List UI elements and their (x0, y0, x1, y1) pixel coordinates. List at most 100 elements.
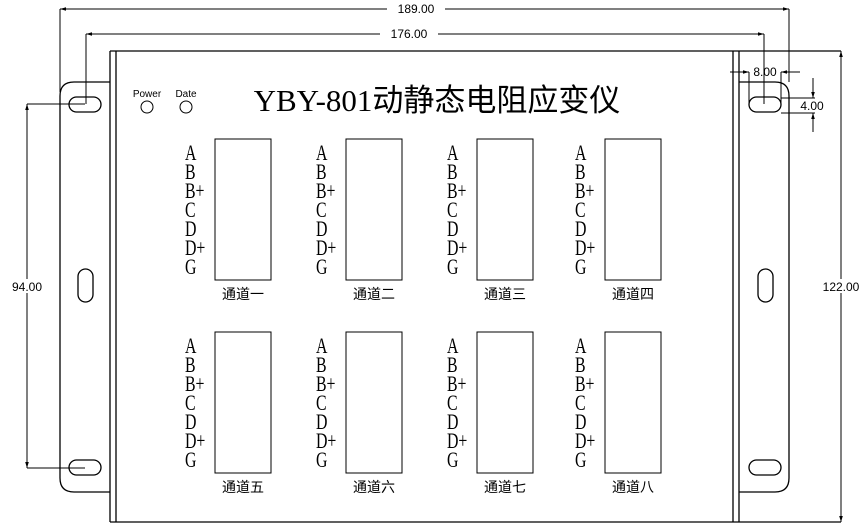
date-label: Date (175, 89, 197, 100)
channel-label: 通道六 (353, 480, 395, 496)
channel-4: ABB+CDD+G 通道四 (575, 138, 662, 303)
pin-label: B (447, 354, 458, 378)
terminal-block (345, 138, 403, 281)
channel-label: 通道三 (484, 287, 526, 303)
pin-label: G (316, 256, 328, 280)
pin-label: C (185, 199, 196, 223)
pin-label: D (316, 411, 328, 435)
pin-label: D (185, 218, 197, 242)
channel-label: 通道五 (222, 480, 264, 496)
pin-label: G (316, 449, 328, 473)
pin-label: C (575, 392, 586, 416)
pin-label: D+ (447, 237, 467, 261)
pin-label: B+ (575, 180, 594, 204)
pin-label: B (447, 161, 458, 185)
pin-label: C (316, 392, 327, 416)
channel-label: 通道一 (222, 287, 264, 303)
power-led-icon (140, 100, 154, 114)
channel-label: 通道七 (484, 480, 526, 496)
dimension-label: 4.00 (800, 99, 824, 113)
pin-label: D (316, 218, 328, 242)
dimension-hole-spacing-width: 176.00 (85, 27, 765, 104)
channel-1: ABB+CDD+G 通道一 (185, 138, 272, 303)
pin-label: B (185, 354, 196, 378)
pin-label: A (447, 142, 459, 166)
pin-label: D+ (185, 430, 205, 454)
dimension-slot-height: 4.00 (781, 78, 824, 132)
pin-label: B (575, 354, 586, 378)
pin-label: B (316, 161, 327, 185)
pin-label: B+ (185, 180, 204, 204)
channel-7: ABB+CDD+G 通道七 (447, 331, 534, 496)
left-mounting-ear (59, 81, 110, 493)
pin-label: B (316, 354, 327, 378)
pin-label: G (185, 256, 197, 280)
pin-label: D+ (316, 430, 336, 454)
mounting-slot (77, 268, 94, 303)
pin-label: D+ (447, 430, 467, 454)
channel-label: 通道八 (612, 480, 654, 496)
pin-label: D+ (185, 237, 205, 261)
dimension-hole-spacing-height: 94.00 (5, 103, 85, 469)
channel-grid: ABB+CDD+G通道一ABB+CDD+G通道二ABB+CDD+G通道三ABB+… (185, 138, 662, 496)
pin-label: A (575, 142, 587, 166)
channel-label: 通道二 (353, 287, 395, 303)
pin-label: C (316, 199, 327, 223)
pin-label: A (316, 142, 328, 166)
terminal-block (604, 331, 662, 474)
pin-label: D+ (575, 237, 595, 261)
dimension-label: 189.00 (398, 2, 435, 16)
pin-label: C (185, 392, 196, 416)
mounting-slot (748, 96, 782, 113)
pin-label: C (575, 199, 586, 223)
dimension-label: 8.00 (753, 65, 777, 79)
dimension-label: 122.00 (823, 280, 860, 294)
channel-8: ABB+CDD+G 通道八 (575, 331, 662, 496)
pin-label: A (447, 335, 459, 359)
date-led-icon (179, 100, 193, 114)
terminal-block (214, 138, 272, 281)
pin-label: C (447, 392, 458, 416)
pin-label: B+ (316, 180, 335, 204)
dimension-label: 176.00 (391, 27, 428, 41)
pin-label: B (575, 161, 586, 185)
pin-label: D (447, 218, 459, 242)
pin-label: D (447, 411, 459, 435)
terminal-block (345, 331, 403, 474)
device-title: YBY-801动静态电阻应变仪 (254, 83, 621, 118)
pin-label: B+ (447, 373, 466, 397)
pin-label: D+ (316, 237, 336, 261)
right-mounting-ear (739, 81, 790, 493)
pin-label: B+ (575, 373, 594, 397)
dimension-overall-width: 189.00 (59, 2, 790, 92)
pin-label: D (575, 218, 587, 242)
pin-label: A (575, 335, 587, 359)
pin-label: D (575, 411, 587, 435)
mounting-slot (748, 459, 782, 476)
pin-label: B (185, 161, 196, 185)
terminal-block (604, 138, 662, 281)
pin-label: B+ (447, 180, 466, 204)
pin-label: B+ (316, 373, 335, 397)
channel-label: 通道四 (612, 287, 654, 303)
pin-label: G (575, 256, 587, 280)
pin-label: A (185, 142, 197, 166)
pin-label: C (447, 199, 458, 223)
terminal-block (476, 138, 534, 281)
pin-label: G (447, 449, 459, 473)
channel-5: ABB+CDD+G 通道五 (185, 331, 272, 496)
dimension-height: 122.00 (818, 51, 865, 522)
pin-label: D+ (575, 430, 595, 454)
pin-label: A (185, 335, 197, 359)
front-panel-body (109, 50, 841, 523)
terminal-block (214, 331, 272, 474)
pin-label: B+ (185, 373, 204, 397)
dimension-label: 94.00 (12, 280, 42, 294)
pin-label: G (575, 449, 587, 473)
channel-2: ABB+CDD+G 通道二 (316, 138, 403, 303)
pin-label: G (185, 449, 197, 473)
pin-label: D (185, 411, 197, 435)
